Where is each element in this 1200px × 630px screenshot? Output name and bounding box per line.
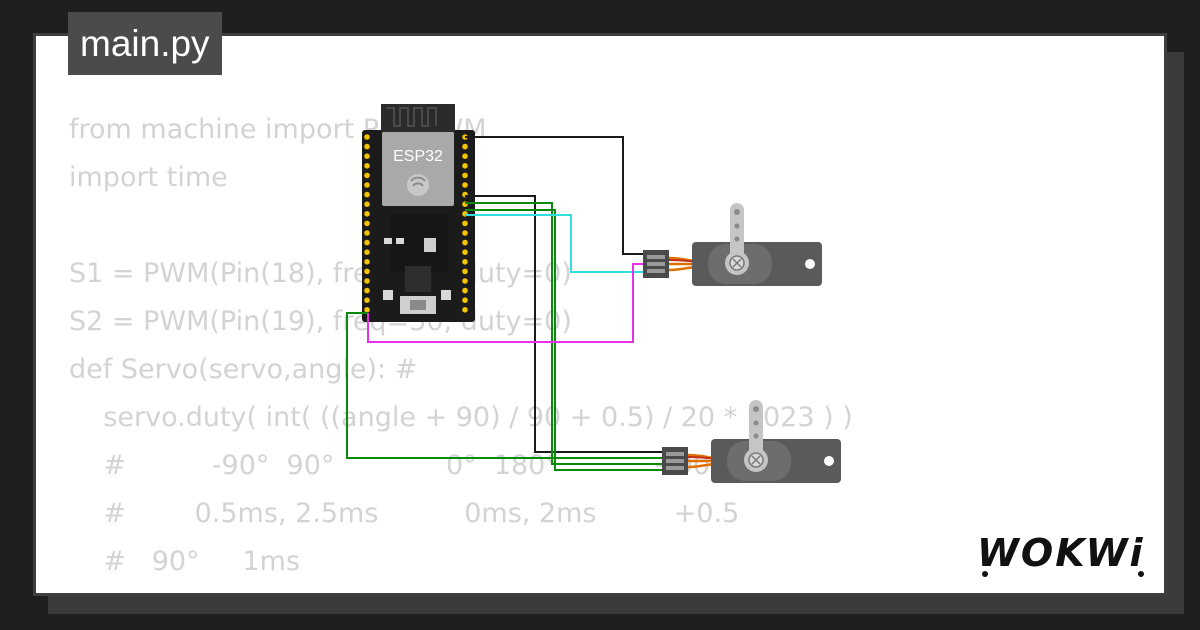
- code-line: servo.duty( int( ((angle + 90) / 90 + 0.…: [69, 402, 853, 433]
- header-pin: [462, 297, 468, 304]
- header-pin: [364, 230, 370, 236]
- header-pin: [364, 153, 370, 159]
- logo-dot: [982, 571, 988, 577]
- smd-part: [424, 238, 436, 252]
- header-pin: [364, 134, 370, 140]
- wifi-logo-icon: [407, 174, 429, 196]
- header-pin: [462, 268, 468, 275]
- servo-2[interactable]: [662, 400, 841, 483]
- connector-pin: [647, 269, 665, 273]
- header-pin: [364, 163, 370, 169]
- reset-button: [383, 290, 393, 300]
- connector-pin: [647, 255, 665, 259]
- header-pin: [364, 307, 370, 313]
- header-pin: [462, 143, 468, 150]
- header-pin: [462, 220, 468, 227]
- header-pin: [462, 278, 468, 284]
- wokwi-logo-text: WOKWi: [977, 531, 1145, 575]
- wire-green: [465, 202, 663, 465]
- header-pin: [462, 239, 468, 246]
- header-pin: [364, 211, 370, 217]
- header-pin: [462, 287, 468, 294]
- code-line: def Servo(servo,angle): #: [69, 354, 418, 385]
- antenna-trace: [386, 107, 437, 127]
- logo-dot: [1138, 571, 1144, 577]
- code-line: # 0.5ms, 2.5ms 0ms, 2ms +0.5: [69, 498, 740, 529]
- esp32-board[interactable]: ESP32: [362, 104, 475, 322]
- servo-1[interactable]: [643, 203, 822, 286]
- file-tab-label: main.py: [80, 23, 210, 64]
- chip: [405, 266, 431, 292]
- header-pin: [364, 287, 370, 294]
- header-pin: [462, 182, 468, 188]
- servo-mount-hole: [824, 456, 834, 466]
- code-line: # 90° 1ms: [69, 546, 301, 577]
- header-pin: [462, 259, 468, 265]
- header-pin: [364, 259, 370, 265]
- wires: [346, 136, 663, 471]
- servo-mount-hole: [805, 259, 815, 269]
- header-pin: [364, 143, 370, 150]
- wokwi-logo-icon[interactable]: WOKWi: [975, 522, 1155, 582]
- esp32-module-shield: [382, 132, 454, 206]
- servo-horn-icon: [744, 400, 768, 472]
- smd-part: [396, 238, 404, 244]
- connector-pin: [666, 452, 684, 456]
- code-line: import time: [69, 162, 228, 193]
- header-pins-right: [462, 134, 468, 313]
- header-pin: [462, 163, 468, 169]
- header-pin: [364, 239, 370, 246]
- header-pin: [364, 268, 370, 275]
- wire-black: [465, 195, 663, 453]
- header-pin: [462, 153, 468, 159]
- header-pin: [364, 191, 370, 198]
- header-pin: [364, 201, 370, 207]
- header-pin: [364, 297, 370, 304]
- header-pin: [364, 182, 370, 188]
- wire-cyan: [465, 214, 644, 273]
- header-pin: [462, 307, 468, 313]
- connector-pin: [666, 466, 684, 470]
- smd-part: [384, 238, 392, 244]
- header-pin: [462, 230, 468, 236]
- header-pin: [364, 278, 370, 284]
- usb-port-inner: [410, 300, 426, 310]
- connector-pin: [647, 262, 665, 266]
- header-pin: [364, 220, 370, 227]
- header-pin: [462, 249, 468, 255]
- servo-horn-icon: [725, 203, 749, 275]
- header-pin: [462, 172, 468, 179]
- header-pin: [364, 172, 370, 179]
- wire-green: [346, 312, 663, 459]
- header-pin: [364, 249, 370, 255]
- wire-magenta: [367, 263, 644, 343]
- header-pins-left: [364, 134, 370, 313]
- connector-pin: [666, 459, 684, 463]
- board-label: ESP32: [393, 148, 443, 165]
- boot-button: [441, 290, 451, 300]
- wire-black: [465, 136, 644, 255]
- file-tab[interactable]: main.py: [68, 12, 222, 75]
- wire-green: [465, 209, 663, 471]
